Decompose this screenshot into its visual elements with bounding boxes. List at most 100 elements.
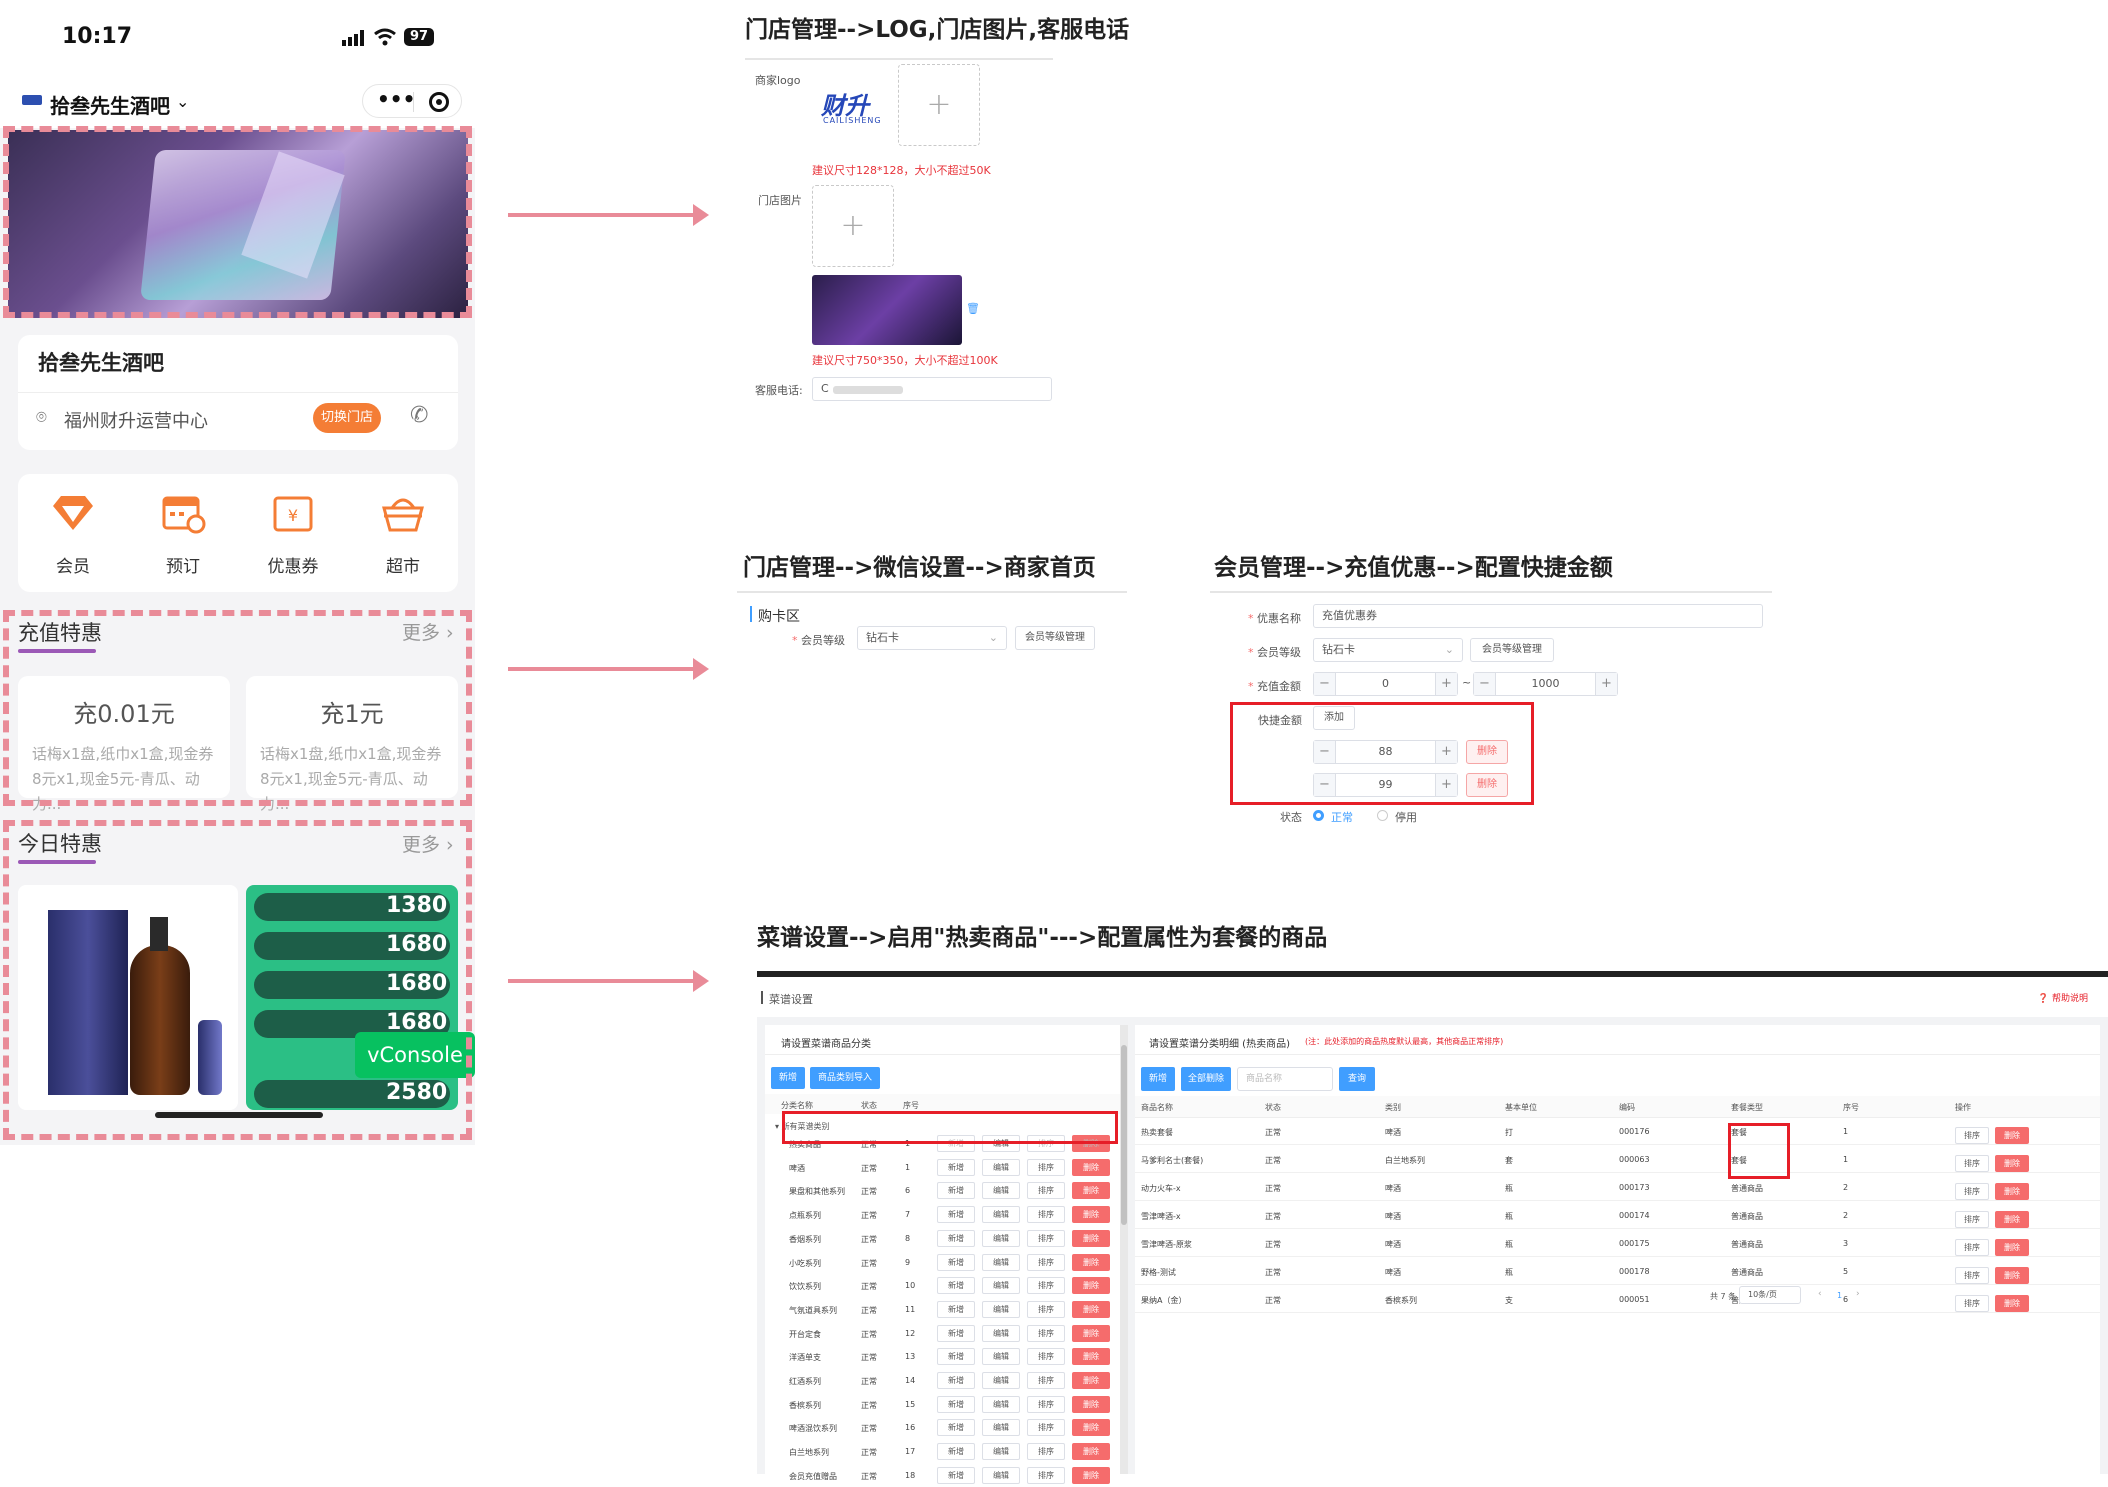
category-edit-button[interactable]: 编辑 [982, 1443, 1020, 1461]
product-sort-button[interactable]: 排序 [1955, 1239, 1989, 1256]
product-sort-button[interactable]: 排序 [1955, 1183, 1989, 1200]
radio-on-icon[interactable] [1313, 810, 1324, 821]
delete-all-button[interactable]: 全部删除 [1181, 1067, 1231, 1091]
member-level-select[interactable]: 钻石卡⌄ [857, 626, 1007, 650]
category-sort-button[interactable]: 排序 [1027, 1348, 1065, 1366]
recharge-card[interactable]: 充0.01元 话梅x1盘,纸巾x1盒,现金券8元x1,现金5元-青瓜、动力... [18, 676, 230, 813]
status-disabled[interactable]: 停用 [1395, 811, 1417, 824]
promo-name-input[interactable]: 充值优惠券 [1313, 604, 1763, 628]
category-edit-button[interactable]: 编辑 [982, 1419, 1020, 1437]
category-delete-button[interactable]: 删除 [1072, 1324, 1110, 1342]
category-edit-button[interactable]: 编辑 [982, 1372, 1020, 1389]
category-add-button[interactable]: 新增 [937, 1158, 975, 1176]
plus-icon[interactable]: + [1435, 673, 1457, 695]
search-button[interactable]: 查询 [1339, 1067, 1375, 1091]
category-sort-button[interactable]: 排序 [1027, 1300, 1065, 1318]
category-edit-button[interactable]: 编辑 [982, 1348, 1020, 1366]
category-edit-button[interactable]: 编辑 [982, 1277, 1020, 1295]
chevron-down-icon[interactable]: ⌄ [176, 92, 190, 111]
store-image-upload-button[interactable]: + [812, 185, 894, 267]
category-sort-button[interactable]: 排序 [1027, 1372, 1065, 1389]
category-add-button[interactable]: 新增 [937, 1253, 975, 1271]
category-edit-button[interactable]: 编辑 [982, 1324, 1020, 1342]
category-sort-button[interactable]: 排序 [1027, 1466, 1065, 1484]
category-sort-button[interactable]: 排序 [1027, 1324, 1065, 1342]
capsule-menu[interactable]: ••• [362, 84, 462, 118]
level-manage-button[interactable]: 会员等级管理 [1470, 638, 1554, 662]
service-phone-input[interactable]: C [812, 377, 1052, 401]
radio-off-icon[interactable] [1377, 810, 1388, 821]
category-add-button[interactable]: 新增 [937, 1206, 975, 1224]
category-edit-button[interactable]: 编辑 [982, 1253, 1020, 1271]
category-sort-button[interactable]: 排序 [1027, 1158, 1065, 1176]
category-delete-button[interactable]: 删除 [1072, 1253, 1110, 1271]
delete-icon[interactable]: 🗑 [966, 302, 980, 315]
next-page-icon[interactable]: › [1856, 1289, 1860, 1299]
product-sort-button[interactable]: 排序 [1955, 1211, 1989, 1228]
category-delete-button[interactable]: 删除 [1072, 1348, 1110, 1366]
add-product-button[interactable]: 新增 [1141, 1067, 1175, 1091]
category-add-button[interactable]: 新增 [937, 1443, 975, 1461]
quick-amount-stepper[interactable]: −99+ [1313, 773, 1458, 797]
store-banner-image[interactable] [8, 130, 468, 318]
add-quick-amount-button[interactable]: 添加 [1313, 706, 1355, 730]
plus-icon[interactable]: + [1595, 673, 1617, 695]
minus-icon[interactable]: − [1314, 774, 1336, 796]
delete-quick-amount-button[interactable]: 删除 [1466, 740, 1508, 764]
category-add-button[interactable]: 新增 [937, 1229, 975, 1247]
left-scrollbar[interactable] [1120, 1025, 1128, 1474]
category-sort-button[interactable]: 排序 [1027, 1277, 1065, 1295]
help-link[interactable]: ❓ 帮助说明 [2037, 994, 2088, 1004]
add-category-button[interactable]: 新增 [771, 1067, 805, 1089]
product-image-pricelist[interactable]: 1380 1680 1680 1680 2580 [246, 885, 458, 1110]
category-edit-button[interactable]: 编辑 [982, 1395, 1020, 1413]
category-edit-button[interactable]: 编辑 [982, 1206, 1020, 1224]
product-sort-button[interactable]: 排序 [1955, 1127, 1989, 1144]
category-add-button[interactable]: 新增 [937, 1419, 975, 1437]
merchant-logo-image[interactable]: 财升 CAILISHENG [815, 82, 895, 132]
grid-item-member[interactable]: 会员 [38, 488, 108, 583]
category-delete-button[interactable]: 删除 [1072, 1158, 1110, 1176]
product-delete-button[interactable]: 删除 [1995, 1267, 2029, 1284]
amount-max-stepper[interactable]: −1000+ [1473, 672, 1618, 696]
quick-amount-stepper[interactable]: −88+ [1313, 740, 1458, 764]
grid-item-booking[interactable]: 预订 [148, 488, 218, 583]
page-size-select[interactable]: 10条/页 [1739, 1286, 1801, 1304]
category-add-button[interactable]: 新增 [937, 1466, 975, 1484]
product-delete-button[interactable]: 删除 [1995, 1295, 2029, 1312]
category-edit-button[interactable]: 编辑 [982, 1229, 1020, 1247]
category-add-button[interactable]: 新增 [937, 1395, 975, 1413]
level-select[interactable]: 钻石卡⌄ [1313, 638, 1463, 662]
category-root[interactable]: ▾ 所有菜谱类别 [775, 1122, 830, 1131]
logo-upload-button[interactable]: + [898, 64, 980, 146]
category-sort-button[interactable]: 排序 [1027, 1419, 1065, 1437]
category-delete-button[interactable]: 删除 [1072, 1300, 1110, 1318]
plus-icon[interactable]: + [1435, 774, 1457, 796]
import-category-button[interactable]: 商品类别导入 [810, 1067, 880, 1089]
grid-item-coupon[interactable]: ¥ 优惠券 [258, 488, 328, 583]
minus-icon[interactable]: − [1474, 673, 1496, 695]
prev-page-icon[interactable]: ‹ [1818, 1289, 1822, 1299]
category-delete-button[interactable]: 删除 [1072, 1395, 1110, 1413]
category-delete-button[interactable]: 删除 [1072, 1182, 1110, 1200]
product-sort-button[interactable]: 排序 [1955, 1155, 1989, 1172]
